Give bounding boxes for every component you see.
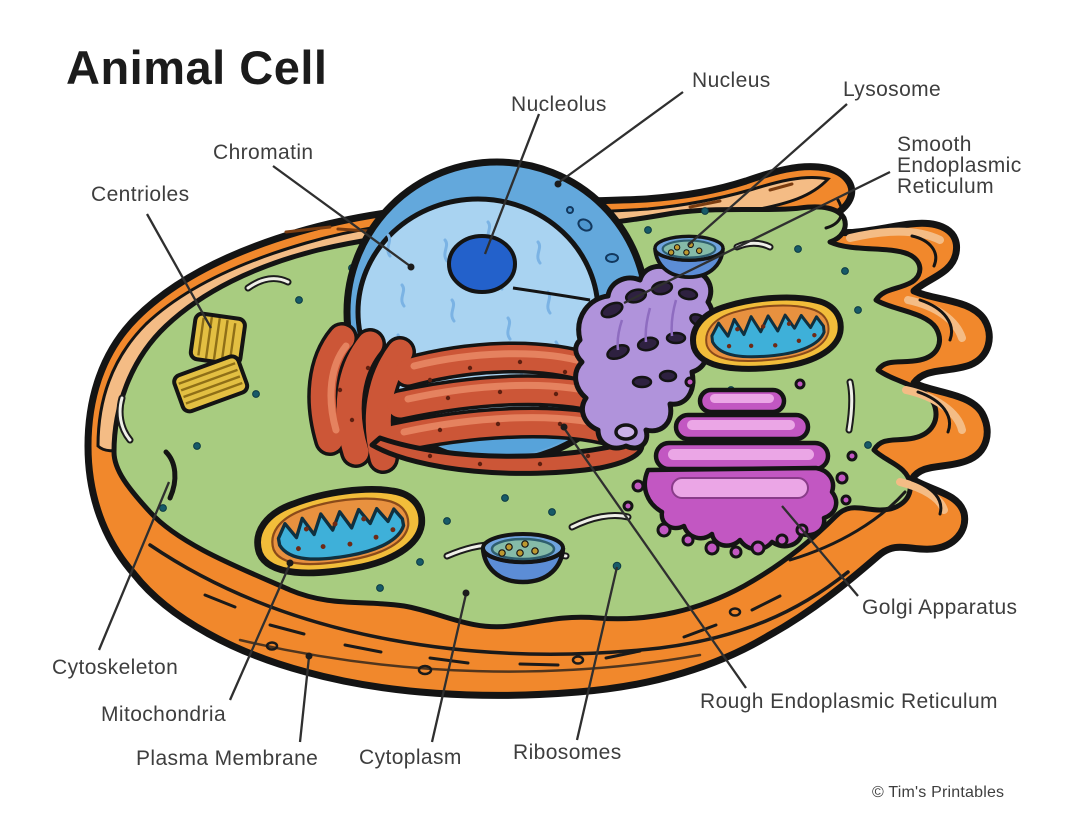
credit-text: © Tim's Printables: [872, 784, 1005, 801]
centrioles-shape: [172, 311, 250, 414]
nucleolus-shape: [447, 234, 517, 294]
label-nucleus: Nucleus: [692, 69, 771, 92]
lysosome-bottom: [483, 534, 563, 582]
leader-dots: [286, 180, 568, 660]
label-rough-er: Rough Endoplasmic Reticulum: [700, 690, 998, 713]
page-title: Animal Cell: [66, 41, 328, 94]
label-lysosome: Lysosome: [843, 78, 942, 101]
membrane-texture: [148, 182, 907, 676]
label-nucleolus: Nucleolus: [511, 93, 607, 116]
label-golgi-apparatus: Golgi Apparatus: [862, 596, 1018, 619]
golgi-apparatus-shape: [622, 376, 858, 559]
label-plasma-membrane: Plasma Membrane: [136, 747, 319, 770]
label-cytoskeleton: Cytoskeleton: [52, 656, 179, 679]
membrane-fold-details: [824, 198, 966, 516]
smooth-er-tube-openings: [600, 280, 707, 389]
label-cytoplasm: Cytoplasm: [359, 746, 462, 769]
golgi-vesicles: [622, 376, 858, 559]
label-ribosomes: Ribosomes: [513, 741, 622, 764]
smooth-er-shape: [573, 262, 716, 451]
leader-lines: [97, 91, 891, 743]
label-smooth-er: Smooth Endoplasmic Reticulum: [897, 133, 1022, 198]
label-mitochondria: Mitochondria: [101, 703, 227, 726]
label-chromatin: Chromatin: [213, 141, 314, 164]
label-centrioles: Centrioles: [91, 183, 190, 206]
